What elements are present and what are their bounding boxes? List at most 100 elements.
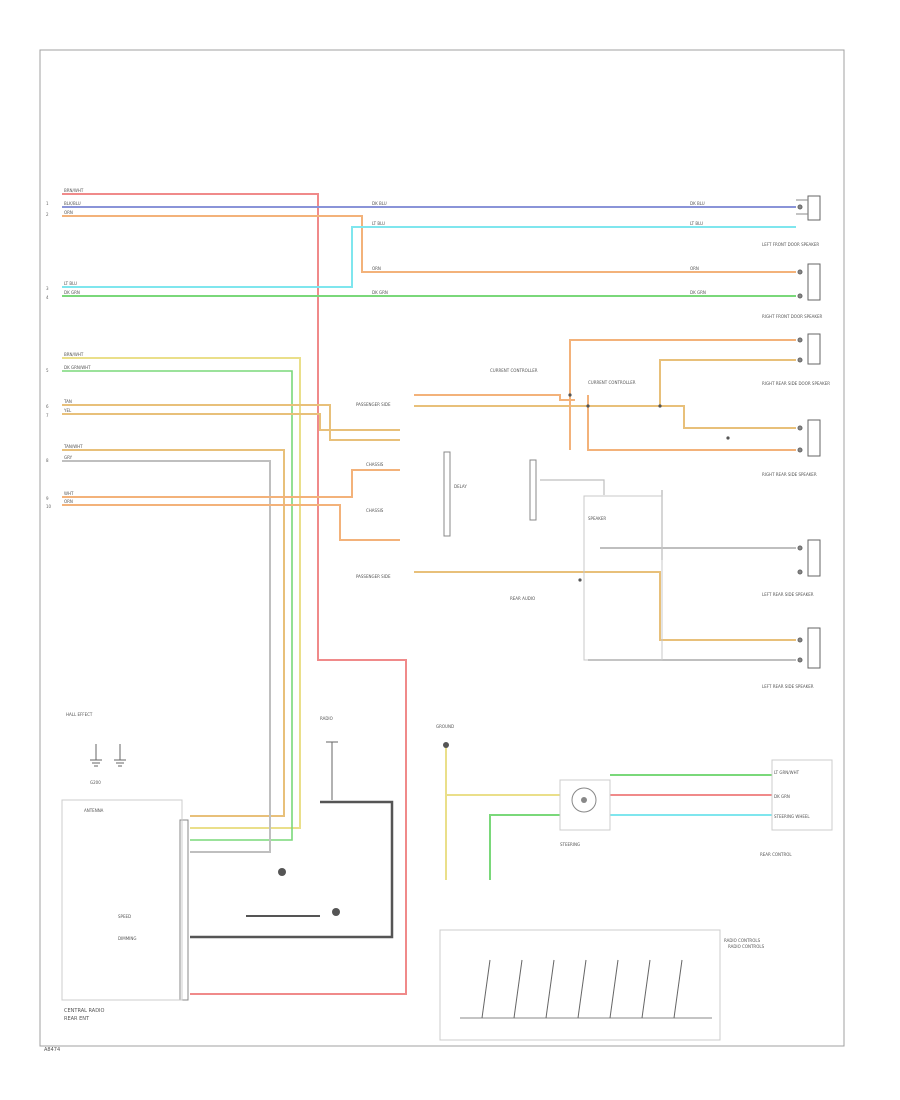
speaker-label: RIGHT FRONT DOOR SPEAKER bbox=[762, 314, 823, 319]
module-label: PASSENGER SIDE bbox=[356, 574, 391, 579]
diagram-code: A8474 bbox=[44, 1047, 60, 1053]
component-label: STEERING bbox=[560, 842, 580, 847]
wire-tan-mid1 bbox=[414, 405, 796, 429]
wire-label: TAN bbox=[63, 399, 72, 404]
left-wire-labels: BRN/WHT BLK/BLU ORN LT BLU DK GRN BRN/WH… bbox=[46, 188, 91, 509]
wire-cyan bbox=[62, 226, 796, 288]
speaker-right-rear-side bbox=[797, 419, 821, 457]
speaker-label: LEFT FRONT DOOR SPEAKER bbox=[762, 242, 819, 247]
module-label: CURRENT CONTROLLER bbox=[588, 380, 636, 385]
speaker-labels: LEFT FRONT DOOR SPEAKER RIGHT FRONT DOOR… bbox=[762, 242, 830, 689]
component-label: RADIO CONTROLS bbox=[724, 938, 761, 943]
speaker-right-front bbox=[797, 263, 821, 301]
wire-label: TAN/WHT bbox=[63, 444, 83, 449]
speaker-left-rear-side-b bbox=[797, 627, 821, 669]
component-label: STEERING WHEEL bbox=[774, 814, 810, 819]
wire-tan-mid2 bbox=[659, 359, 796, 406]
speaker-left-front bbox=[796, 195, 821, 221]
run-wire-labels: DK BLU LT BLU ORN DK GRN DK BLU LT BLU O… bbox=[372, 201, 706, 295]
wire-gray-mid4 bbox=[540, 479, 605, 495]
wire-label: ORN bbox=[64, 499, 73, 504]
wire-orange-top bbox=[62, 215, 796, 273]
switch-4 bbox=[577, 959, 587, 1019]
switch-7 bbox=[673, 959, 683, 1019]
svg-text:3: 3 bbox=[46, 286, 49, 291]
svg-text:6: 6 bbox=[46, 404, 49, 409]
svg-text:5: 5 bbox=[46, 368, 49, 373]
radio-assembly: HALL EFFECT ANTENNA RADIO SPEED DIMMING … bbox=[61, 712, 340, 1022]
wire-label: ORN bbox=[64, 210, 73, 215]
wire-tan-c bbox=[62, 449, 285, 817]
speaker-label: RIGHT REAR SIDE DOOR SPEAKER bbox=[762, 381, 830, 386]
module-label: CURRENT CONTROLLER bbox=[490, 368, 538, 373]
speed-icon bbox=[278, 868, 286, 876]
component-label: LT GRN/WHT bbox=[774, 770, 800, 775]
component-label: REAR CONTROL bbox=[760, 852, 792, 857]
steering-controls: GROUND STEERING LT GRN/WHT DK GRN STEERI… bbox=[436, 724, 833, 1041]
module-label: CHASSIS bbox=[366, 508, 384, 513]
wire-label: DK GRN bbox=[64, 290, 80, 295]
svg-text:2: 2 bbox=[46, 212, 49, 217]
wire-orange-mid3 bbox=[587, 395, 796, 451]
wire-tan-b bbox=[62, 413, 400, 431]
wire-layer bbox=[62, 193, 796, 995]
wire-label: DK GRN/WHT bbox=[64, 365, 91, 370]
svg-text:8: 8 bbox=[46, 458, 49, 463]
wire-label: LT BLU bbox=[690, 221, 703, 226]
dimming-icon bbox=[332, 908, 340, 916]
component-label: DIMMING bbox=[118, 936, 136, 941]
component-label: GROUND bbox=[436, 724, 454, 729]
component-label: RADIO bbox=[320, 716, 333, 721]
speaker-left-rear-side-a bbox=[797, 539, 821, 577]
switch-3 bbox=[545, 959, 555, 1019]
center-module: PASSENGER SIDE CHASSIS CHASSIS DELAY PAS… bbox=[356, 368, 730, 661]
wire-label: DK BLU bbox=[690, 201, 705, 206]
wire-label: DK GRN bbox=[372, 290, 388, 295]
wire-dark bbox=[190, 800, 394, 939]
switch-6 bbox=[641, 959, 651, 1019]
wire-gray-a bbox=[62, 460, 271, 853]
svg-text:9: 9 bbox=[46, 496, 49, 501]
wire-label: BLK/BLU bbox=[64, 201, 81, 206]
switch-2 bbox=[513, 959, 523, 1019]
component-label: G200 bbox=[90, 780, 101, 785]
wire-label: LT BLU bbox=[64, 281, 77, 286]
component-label: RADIO CONTROLS bbox=[728, 944, 765, 949]
wire-orange-c bbox=[62, 504, 400, 541]
wire-label: YEL bbox=[63, 408, 72, 413]
switch-5 bbox=[609, 959, 619, 1019]
wire-label: DK GRN bbox=[690, 290, 706, 295]
module-label: CHASSIS bbox=[366, 462, 384, 467]
speaker-column bbox=[796, 195, 821, 669]
module-label: DELAY bbox=[454, 484, 467, 489]
component-label: DK GRN bbox=[774, 794, 790, 799]
wire-label: DK BLU bbox=[372, 201, 387, 206]
wire-green-r bbox=[489, 814, 560, 880]
wire-tan-a bbox=[62, 404, 400, 441]
radio-footer: REAR ENT bbox=[64, 1016, 90, 1022]
wire-tan-mid3 bbox=[414, 571, 796, 641]
speaker-label: RIGHT REAR SIDE SPEAKER bbox=[762, 472, 817, 477]
svg-text:4: 4 bbox=[46, 295, 49, 300]
wire-orange-b bbox=[62, 469, 400, 498]
module-label: REAR AUDIO bbox=[510, 596, 535, 601]
wire-orange-mid1 bbox=[414, 394, 575, 401]
speaker-label: LEFT REAR SIDE SPEAKER bbox=[762, 592, 814, 597]
ground-icon bbox=[90, 744, 102, 767]
switch-1 bbox=[481, 959, 491, 1019]
module-label: SPEAKER bbox=[588, 516, 606, 521]
component-label: HALL EFFECT bbox=[66, 712, 93, 717]
wire-label: ORN bbox=[690, 266, 699, 271]
component-label: SPEED bbox=[118, 914, 131, 919]
wire-red bbox=[62, 193, 407, 995]
speaker-label: LEFT REAR SIDE SPEAKER bbox=[762, 684, 814, 689]
wire-label: GRY bbox=[64, 455, 73, 460]
svg-text:1: 1 bbox=[46, 201, 49, 206]
wire-label: BRN/WHT bbox=[64, 352, 84, 357]
diagram-frame bbox=[39, 49, 845, 1047]
component-label: ANTENNA bbox=[84, 808, 104, 813]
wire-orange-mid2 bbox=[569, 339, 796, 450]
svg-text:10: 10 bbox=[46, 504, 52, 509]
radio-footer: CENTRAL RADIO bbox=[64, 1008, 105, 1014]
wire-label: BRN/WHT bbox=[64, 188, 84, 193]
